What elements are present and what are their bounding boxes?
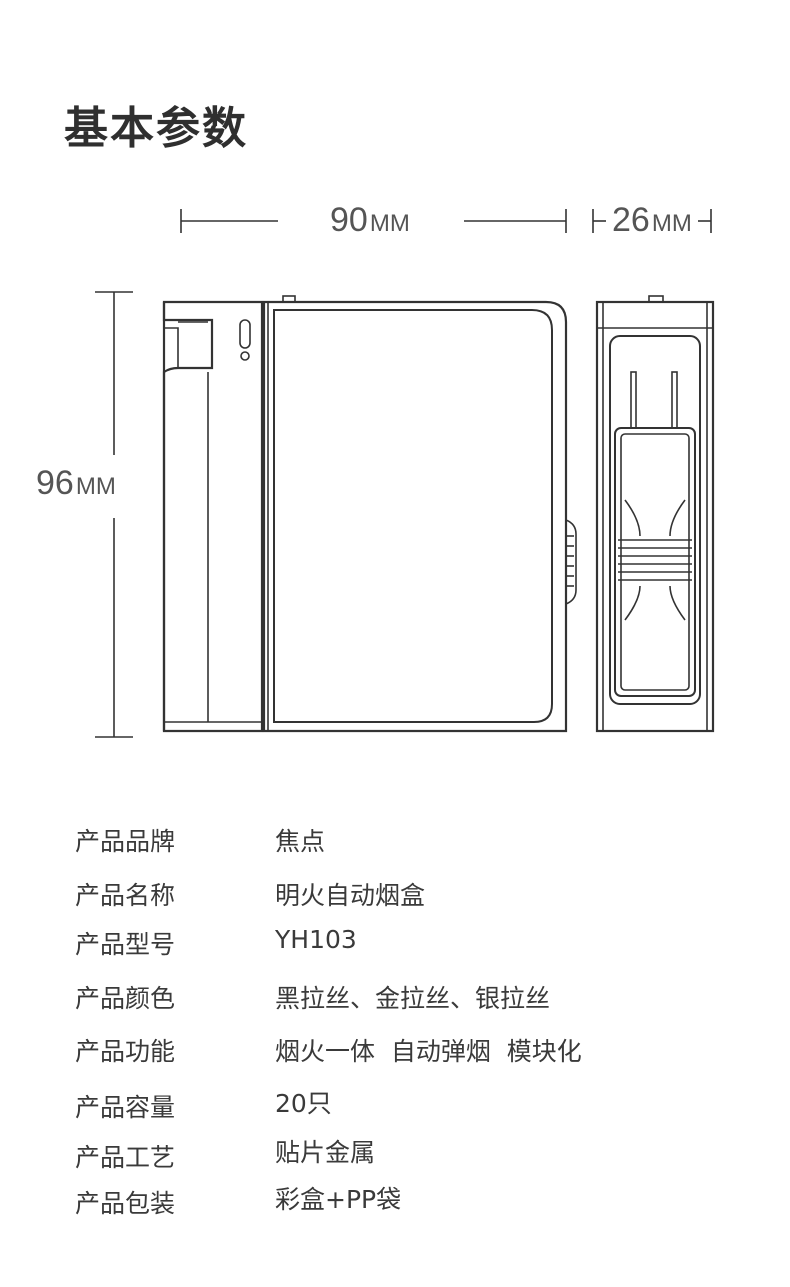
- spec-value: 烟火一体 自动弹烟 模块化: [275, 1037, 582, 1066]
- page-title: 基本参数: [64, 103, 248, 154]
- spec-value: YH103: [275, 925, 357, 954]
- warning-icon: [239, 319, 251, 349]
- spec-label: 产品包装: [75, 1189, 176, 1218]
- spec-value: 黑拉丝、金拉丝、银拉丝: [275, 984, 551, 1013]
- case-side-view: [595, 295, 715, 733]
- depth-unit: MM: [651, 210, 692, 237]
- plug-prong-icon: [630, 371, 637, 429]
- height-value: 96: [36, 464, 74, 502]
- spec-value: 20只: [275, 1089, 332, 1118]
- width-unit: MM: [369, 210, 410, 237]
- height-unit: MM: [75, 473, 116, 500]
- spec-value: 贴片金属: [275, 1138, 376, 1167]
- depth-dimension-label: 26MM: [612, 203, 692, 237]
- width-dimension-line: [180, 209, 567, 233]
- spec-label: 产品颜色: [75, 984, 176, 1013]
- spec-label: 产品功能: [75, 1037, 176, 1066]
- spec-value: 焦点: [275, 827, 326, 856]
- spec-label: 产品工艺: [75, 1143, 176, 1172]
- width-dimension-label: 90MM: [330, 203, 410, 237]
- spec-label: 产品型号: [75, 930, 176, 959]
- height-dimension-line: [95, 291, 133, 738]
- case-front-view: [162, 295, 577, 733]
- spec-label: 产品名称: [75, 881, 176, 910]
- spec-value: 彩盒+PP袋: [275, 1185, 402, 1214]
- height-dimension-label: 96MM: [36, 466, 116, 500]
- spec-label: 产品容量: [75, 1093, 176, 1122]
- depth-value: 26: [612, 201, 650, 239]
- width-value: 90: [330, 201, 368, 239]
- spec-label: 产品品牌: [75, 827, 176, 856]
- depth-dimension-line: [592, 209, 712, 233]
- spec-value: 明火自动烟盒: [275, 881, 426, 910]
- product-line-drawing: [95, 209, 715, 738]
